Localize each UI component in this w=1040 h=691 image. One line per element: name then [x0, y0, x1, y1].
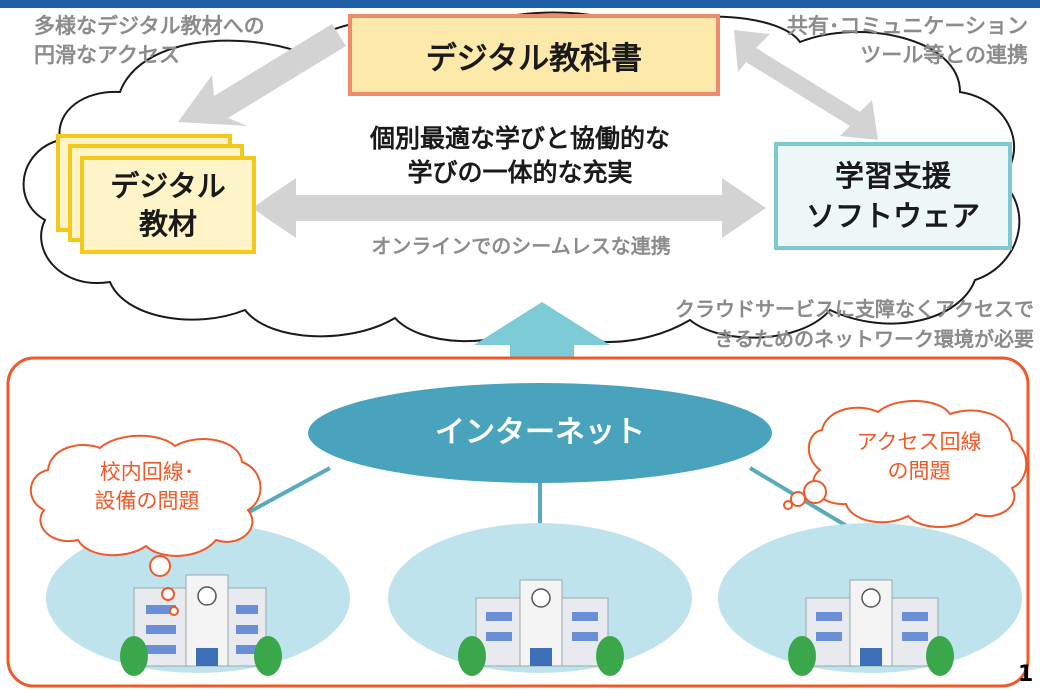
digital-textbook-label: デジタル教科書	[425, 40, 643, 77]
school-building-left	[120, 574, 282, 676]
top-right-label: 共有･コミュニケーション ツール等との連携	[710, 12, 1028, 70]
digital-materials-line-2: 教材	[138, 207, 197, 241]
cloud-note-line-1: クラウドサービスに支障なくアクセスで	[675, 297, 1034, 321]
arrow-textbook-materials	[178, 24, 346, 126]
access-issue-label: アクセス回線 の問題	[834, 428, 1004, 486]
school-building-center	[458, 579, 624, 676]
learning-software-line-1: 学習支援	[834, 159, 951, 193]
digital-materials-box: デジタル 教材	[80, 156, 256, 254]
access-issue-line-1: アクセス回線	[856, 430, 982, 454]
school-issue-line-2: 設備の問題	[94, 489, 200, 513]
digital-textbook-box: デジタル教科書	[348, 14, 720, 96]
learning-software-box: 学習支援 ソフトウェア	[774, 142, 1012, 250]
school-issue-label: 校内回線･ 設備の問題	[62, 458, 232, 516]
thought-bubble-large	[149, 555, 171, 577]
thought-bubble-medium	[161, 587, 175, 601]
top-bar	[0, 0, 1040, 8]
top-left-label-line-2: 円滑なアクセス	[34, 43, 180, 67]
thought-bubble-large-right	[803, 480, 827, 504]
center-text: 個別最適な学びと協働的な 学びの一体的な充実	[320, 122, 720, 190]
digital-materials-line-1: デジタル	[110, 169, 226, 203]
top-left-label-line-1: 多様なデジタル教材への	[34, 14, 265, 38]
online-label: オンラインでのシームレスな連携	[371, 234, 671, 258]
arrow-internet-up	[474, 302, 610, 378]
page-number: 1	[1018, 662, 1034, 687]
top-right-label-line-2: ツール等との連携	[860, 43, 1028, 67]
access-issue-line-2: の問題	[887, 459, 951, 483]
arrow-textbook-software	[734, 30, 878, 140]
internet-ellipse	[308, 383, 772, 483]
cloud-note-line-2: きるためのネットワーク環境が必要	[714, 327, 1034, 351]
school-building-right	[788, 579, 954, 676]
learning-software-line-2: ソフトウェア	[805, 199, 980, 233]
thought-bubble-small-right	[783, 500, 793, 510]
internet-label: インターネット	[435, 415, 645, 450]
top-left-label: 多様なデジタル教材への 円滑なアクセス	[34, 12, 354, 70]
thought-bubble-medium-right	[790, 491, 806, 507]
top-right-label-line-1: 共有･コミュニケーション	[786, 14, 1028, 38]
thought-bubble-small	[169, 606, 179, 616]
cloud-note: クラウドサービスに支障なくアクセスで きるためのネットワーク環境が必要	[560, 294, 1034, 354]
cloud-shape	[22, 11, 1021, 343]
arrow-materials-software	[252, 178, 766, 238]
school-issue-line-1: 校内回線･	[99, 460, 195, 484]
school-issue-cloud	[29, 434, 262, 557]
center-text-line-2: 学びの一体的な充実	[407, 158, 633, 187]
center-text-line-1: 個別最適な学びと協働的な	[369, 124, 670, 153]
